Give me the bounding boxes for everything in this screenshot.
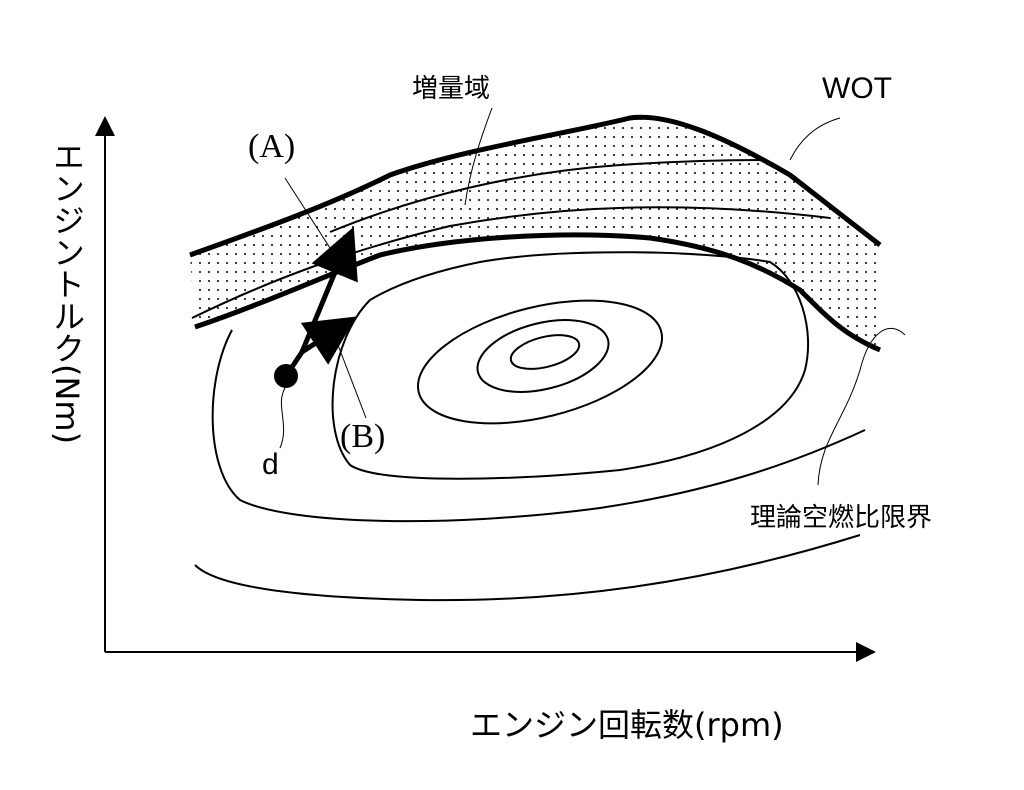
arrow-path-b (300, 316, 357, 365)
x-axis-label: エンジン回転数(rpm) (470, 706, 784, 744)
leader-a (284, 177, 331, 249)
y-axis-label: エンジントルク(Nm) (48, 140, 86, 445)
increase-region-label: 増量域 (412, 74, 491, 104)
contour-third (416, 299, 664, 425)
leader-d (279, 387, 286, 449)
wot-line (189, 114, 882, 258)
leader-stoich (817, 327, 906, 486)
contour-outer (211, 329, 866, 523)
point-b-label: (B) (340, 418, 386, 455)
stoich-limit-label: 理論空燃比限界 (750, 503, 933, 533)
contour-center (509, 334, 581, 370)
leader-increase-region (464, 107, 493, 206)
band-line-upper (329, 159, 766, 233)
point-a-label: (A) (248, 128, 296, 165)
contour-fourth (476, 319, 610, 393)
leader-b (337, 344, 367, 419)
contour-bottom (194, 534, 861, 602)
band-line-lower (191, 206, 831, 319)
wot-label: WOT (822, 72, 892, 105)
point-d-label: d (262, 448, 279, 481)
contour-second (331, 251, 809, 480)
leader-wot (789, 117, 841, 161)
